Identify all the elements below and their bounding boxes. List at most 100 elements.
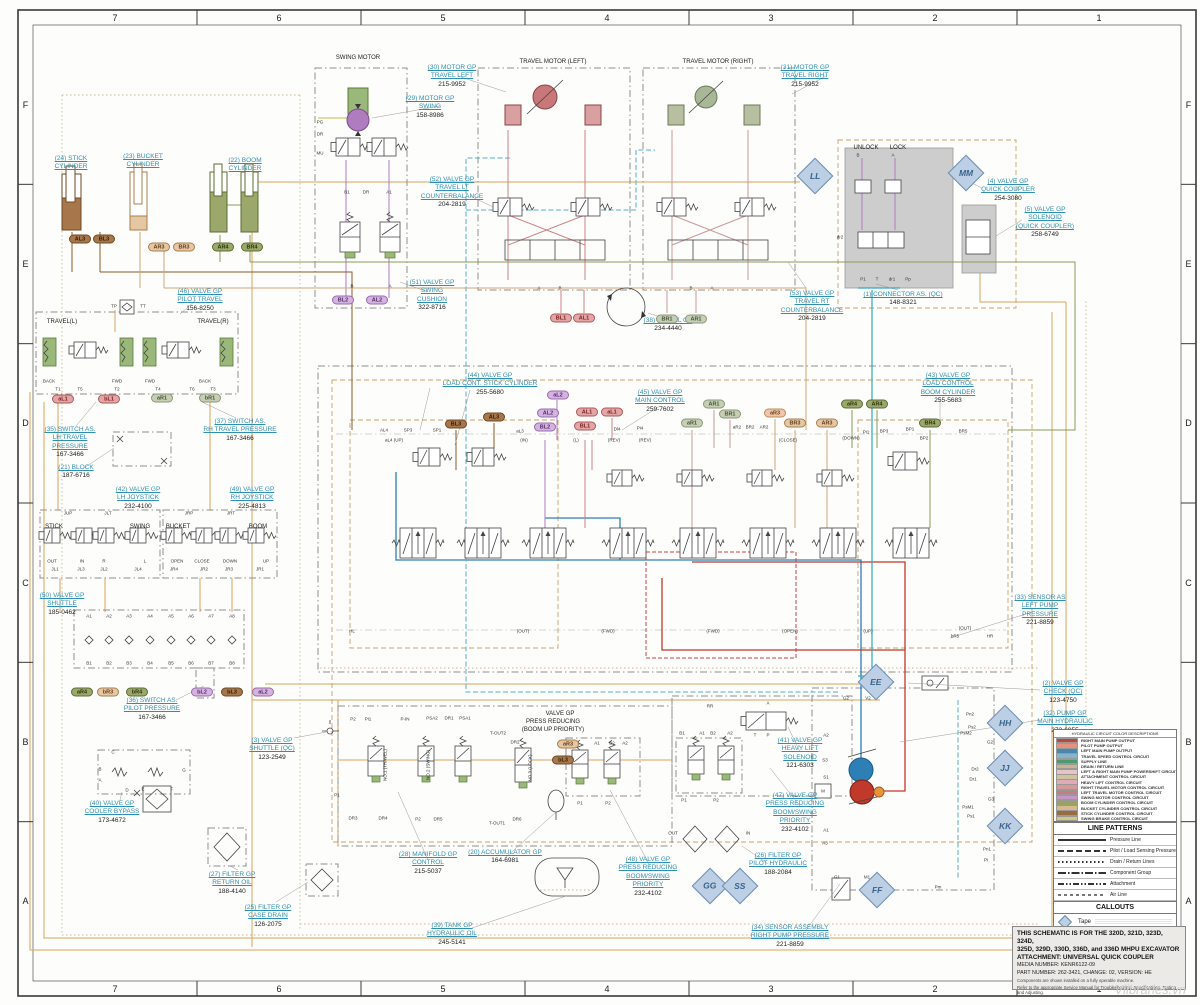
port-label: BR2 xyxy=(745,424,755,430)
line-pattern-label: Air Line xyxy=(1110,892,1127,898)
callout-line: (21) BLOCK xyxy=(58,464,94,471)
callout-line: (47) VALVE GP xyxy=(772,792,818,799)
section-title: LOCK xyxy=(889,145,907,151)
callout-part-number: 225-4813 xyxy=(238,502,266,510)
callout-part-number: 187-6716 xyxy=(62,472,90,480)
port-label: V2 xyxy=(865,695,871,701)
line-pattern-row: Attachment xyxy=(1054,879,1176,890)
port-label: A1 xyxy=(86,613,92,619)
info-line: 325D, 329D, 330D, 336D, and 336D MHPU EX… xyxy=(1017,945,1180,953)
legend-color-label: DRAIN / RETURN LINE xyxy=(1081,764,1124,770)
diamond-marker-label: FF xyxy=(871,884,883,895)
line-tag-pill: BL1 xyxy=(550,313,572,323)
port-label: B2 xyxy=(609,740,615,746)
line-pattern-label: Pressure Line xyxy=(1110,837,1141,843)
port-label: B xyxy=(856,152,860,158)
callout-line: COUNTERBALANCE xyxy=(420,192,484,200)
legend-color-swatch xyxy=(1056,763,1078,770)
port-label: S3 xyxy=(822,757,828,763)
line-tag-pill: AL2 xyxy=(537,408,559,418)
callout-line: (49) VALVE GP xyxy=(229,486,275,493)
port-label: P2 xyxy=(415,816,421,822)
callout-line: SWING xyxy=(418,103,442,111)
port-label: DR3 xyxy=(348,815,358,821)
line-pattern-label: Pilot / Load Sensing Pressure xyxy=(1110,848,1176,854)
callout-line: (1) CONNECTOR AS. (QC) xyxy=(863,291,943,298)
port-label: B xyxy=(558,285,562,291)
grid-coordinate-label: B xyxy=(1185,737,1192,747)
port-label: B xyxy=(689,285,693,291)
port-label: B1 xyxy=(86,660,92,666)
line-tag-pill: BR4 xyxy=(919,418,941,428)
legend-color-row: LEFT TRAVEL MOTOR CONTROL CIRCUIT xyxy=(1054,789,1176,796)
callout-line: (41) VALVE GP xyxy=(777,737,823,744)
callout-part-number: 232-4102 xyxy=(634,889,662,897)
legend-color-row: SWING BRAKE CONTROL CIRCUIT xyxy=(1054,815,1176,822)
tape-label: Tape xyxy=(1078,919,1092,925)
port-label: B3 xyxy=(126,660,132,666)
port-label: Ps1 xyxy=(967,813,975,819)
port-label: B8 xyxy=(229,660,235,666)
port-label: (REV) xyxy=(607,437,621,443)
port-label: Dr2 xyxy=(971,766,979,772)
callout-line: CYLINDER xyxy=(54,163,88,171)
port-label: JRT xyxy=(226,510,236,516)
port-label: B4 xyxy=(147,660,153,666)
callout-line: (2) VALVE GP xyxy=(1042,680,1084,687)
section-title: TRAVEL MOTOR (RIGHT) xyxy=(682,59,754,65)
callout-part-number: 204-2819 xyxy=(798,315,826,323)
callout-line: QUICK COUPLER xyxy=(981,186,1035,194)
callout-line: (42) VALVE GP xyxy=(115,486,161,493)
line-pattern-row: Pressure Line xyxy=(1054,835,1176,846)
port-label: JR1 xyxy=(255,566,265,572)
callout-line: CASE DRAIN xyxy=(248,912,288,920)
callout-line: (22) BOOM xyxy=(228,157,262,164)
callout-line: (4) VALVE GP xyxy=(987,178,1029,185)
port-label: DR4 xyxy=(378,815,388,821)
port-label: (CLOSE) xyxy=(778,437,798,443)
port-label: PsM2 xyxy=(960,730,972,736)
callout-line: (3) VALVE GP xyxy=(251,737,293,744)
callout-line: (46) VALVE GP xyxy=(177,288,223,295)
callout-line: (28) MANIFOLD GP xyxy=(398,851,458,858)
port-label: P xyxy=(766,732,770,738)
legend-color-swatch xyxy=(1056,784,1078,791)
diamond-marker-label: SS xyxy=(734,881,746,891)
line-pattern-row: Air Line xyxy=(1054,890,1176,901)
callout-part-number: 188-2084 xyxy=(764,868,792,876)
line-tag-pill: aR3 xyxy=(557,739,579,749)
port-label: BACK xyxy=(198,378,212,384)
line-tag-pill: BL2 xyxy=(332,295,354,305)
port-label: B7 xyxy=(208,660,214,666)
section-title: (BOOM UP PRIORITY) xyxy=(521,727,585,733)
legend-color-row: ATTACHMENT CONTROL CIRCUIT xyxy=(1054,774,1176,780)
port-label: Pi1 xyxy=(364,716,372,722)
port-label: G1 xyxy=(833,874,841,880)
line-tag-pill: AR1 xyxy=(703,399,725,409)
grid-coordinate-label: D xyxy=(1185,418,1192,429)
callout-label: (1) CONNECTOR AS. (QC)148-8321 xyxy=(863,291,942,308)
port-label: A1 xyxy=(594,740,600,746)
callout-line: (29) MOTOR GP xyxy=(405,95,455,102)
section-title: UNLOCK xyxy=(853,145,879,151)
port-label: T3 xyxy=(210,386,216,392)
port-label: UP xyxy=(262,558,270,564)
legend-color-label: SWING MOTOR CONTROL CIRCUIT xyxy=(1081,795,1149,801)
line-tag-pill: AR3 xyxy=(148,242,170,252)
legend-color-label: PILOT PUMP OUTPUT xyxy=(1081,743,1123,749)
line-patterns-title: LINE PATTERNS xyxy=(1054,823,1176,835)
callout-line: (44) VALVE GP xyxy=(467,372,513,379)
callout-line: (32) PUMP GP xyxy=(1043,710,1087,717)
port-label: BP2 xyxy=(919,435,929,441)
section-title: TRAVEL(L) xyxy=(46,319,78,325)
port-label: DR6 xyxy=(512,816,522,822)
grid-coordinate-label: 7 xyxy=(112,12,118,23)
legend-color-swatch xyxy=(1056,815,1078,822)
callout-line: (53) VALVE GP xyxy=(789,290,835,297)
